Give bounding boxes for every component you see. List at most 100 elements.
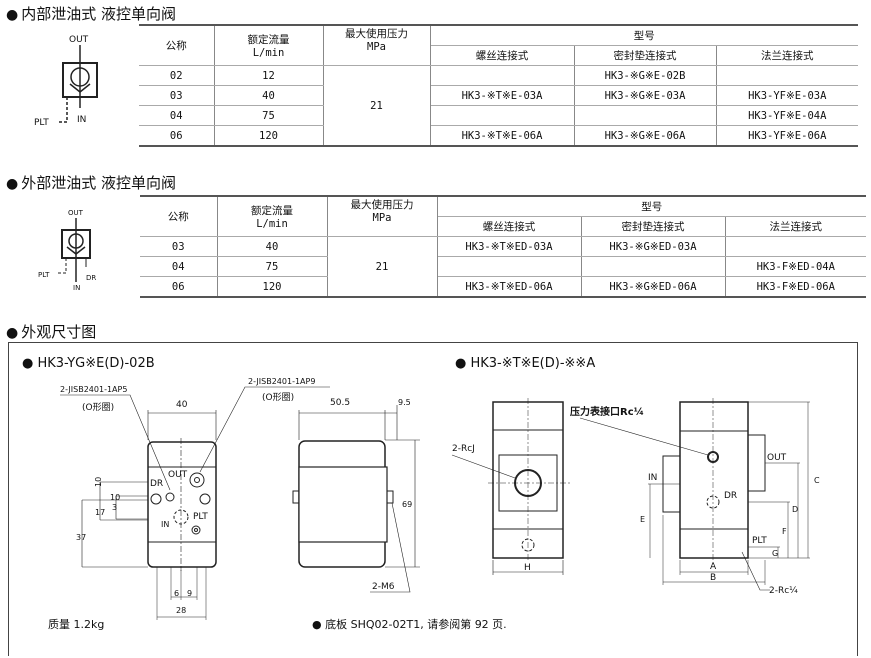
header-gasket: 密封垫连接式 (581, 216, 726, 237)
header-flange: 法兰连接式 (725, 216, 866, 237)
table-cell: 06 (140, 276, 218, 298)
table-cell: 40 (214, 85, 324, 106)
svg-text:PLT: PLT (193, 512, 208, 522)
subplate-note: ● 底板 SHQ02-02T1, 请参阅第 92 页. (312, 617, 507, 631)
svg-text:(O形圈): (O形圈) (82, 401, 114, 413)
table-cell (581, 256, 726, 277)
svg-text:37: 37 (76, 533, 86, 542)
table-cell: 12 (214, 65, 324, 86)
check-valve-symbol-external: OUT IN PLT DR (38, 209, 96, 292)
table-cell: HK3-YF※E-04A (716, 105, 858, 126)
svg-text:IN: IN (73, 284, 80, 292)
table-cell: 120 (217, 276, 328, 298)
header-gasket: 密封垫连接式 (574, 45, 717, 66)
svg-text:OUT: OUT (168, 470, 188, 480)
table-cell: HK3-※G※ED-03A (581, 236, 726, 257)
svg-text:9.5: 9.5 (398, 398, 411, 407)
svg-text:OUT: OUT (767, 453, 787, 463)
table-cell (716, 65, 858, 86)
table-cell: 04 (140, 256, 218, 277)
svg-text:D: D (792, 505, 798, 514)
svg-text:IN: IN (77, 115, 86, 125)
table-cell: HK3-YF※E-06A (716, 125, 858, 147)
table-cell: 75 (217, 256, 328, 277)
drawing-title-left: ● HK3-YG※E(D)-02B (22, 356, 155, 371)
table-cell: 40 (217, 236, 328, 257)
table-cell (430, 65, 575, 86)
table-cell: 03 (139, 85, 215, 106)
table-cell: HK3-※T※E-06A (430, 125, 575, 147)
svg-text:40: 40 (176, 400, 188, 410)
drawing-title-right: ● HK3-※T※E(D)-※※A (455, 356, 595, 371)
svg-text:2-RcJ: 2-RcJ (452, 444, 475, 454)
table-cell: HK3-※T※E-03A (430, 85, 575, 106)
section2-title: ●外部泄油式 液控单向阀 (6, 174, 176, 192)
svg-text:2-JISB2401-1AP9: 2-JISB2401-1AP9 (248, 377, 315, 386)
table-cell: HK3-※G※E-02B (574, 65, 717, 86)
svg-text:28: 28 (176, 606, 186, 615)
svg-text:IN: IN (161, 520, 169, 529)
svg-text:10: 10 (110, 493, 120, 502)
svg-text:2-M6: 2-M6 (372, 582, 395, 592)
header-thread: 螺丝连接式 (430, 45, 575, 66)
svg-text:E: E (640, 515, 645, 524)
table-cell: HK3-YF※E-03A (716, 85, 858, 106)
section3-title: ●外观尺寸图 (6, 323, 97, 341)
svg-text:压力表接口Rc¼: 压力表接口Rc¼ (570, 405, 644, 418)
pressure-value: 21 (327, 236, 438, 298)
table-cell (574, 105, 717, 126)
table-cell: 120 (214, 125, 324, 147)
svg-text:DR: DR (86, 274, 96, 282)
svg-text:IN: IN (648, 473, 657, 483)
drawing-hk3-t: ● HK3-※T※E(D)-※※A 2-RcJ H 压力表接口Rc¼ OUT I… (451, 356, 820, 596)
dimension-frame (8, 342, 858, 656)
table-cell (437, 256, 582, 277)
table-cell: 04 (139, 105, 215, 126)
svg-text:DR: DR (724, 491, 737, 501)
table-cell: 75 (214, 105, 324, 126)
svg-text:G: G (772, 549, 778, 558)
table-cell: HK3-※G※E-06A (574, 125, 717, 147)
header-thread: 螺丝连接式 (437, 216, 582, 237)
pressure-value: 21 (323, 65, 431, 147)
svg-text:H: H (524, 563, 531, 573)
svg-text:F: F (782, 527, 787, 536)
svg-text:69: 69 (402, 500, 412, 509)
table-cell: HK3-※G※E-03A (574, 85, 717, 106)
svg-text:PLT: PLT (34, 118, 49, 128)
mass-label: 质量 1.2kg (48, 618, 104, 631)
header-flange: 法兰连接式 (716, 45, 858, 66)
table-cell: HK3-F※ED-04A (725, 256, 866, 277)
table-cell: 06 (139, 125, 215, 147)
svg-text:2-Rc¼: 2-Rc¼ (769, 586, 798, 596)
table-cell: 02 (139, 65, 215, 86)
header-size: 公称 (140, 196, 218, 237)
svg-text:3: 3 (112, 503, 117, 512)
svg-text:C: C (814, 476, 820, 485)
svg-text:PLT: PLT (38, 271, 50, 279)
header-size: 公称 (139, 25, 215, 66)
check-valve-symbol-internal: OUT IN PLT (34, 35, 98, 128)
svg-text:50.5: 50.5 (330, 398, 350, 408)
table-cell (430, 105, 575, 126)
svg-text:(O形圈): (O形圈) (262, 391, 294, 403)
svg-text:A: A (710, 562, 717, 572)
svg-text:OUT: OUT (69, 35, 89, 45)
table-cell: HK3-※T※ED-03A (437, 236, 582, 257)
drawing-hk3-yg: ● HK3-YG※E(D)-02B OUT DR IN PLT 40 2-JIS… (22, 356, 420, 631)
svg-text:PLT: PLT (752, 536, 767, 546)
svg-text:OUT: OUT (68, 209, 84, 217)
table-cell: 03 (140, 236, 218, 257)
header-model: 型号 (430, 25, 858, 46)
